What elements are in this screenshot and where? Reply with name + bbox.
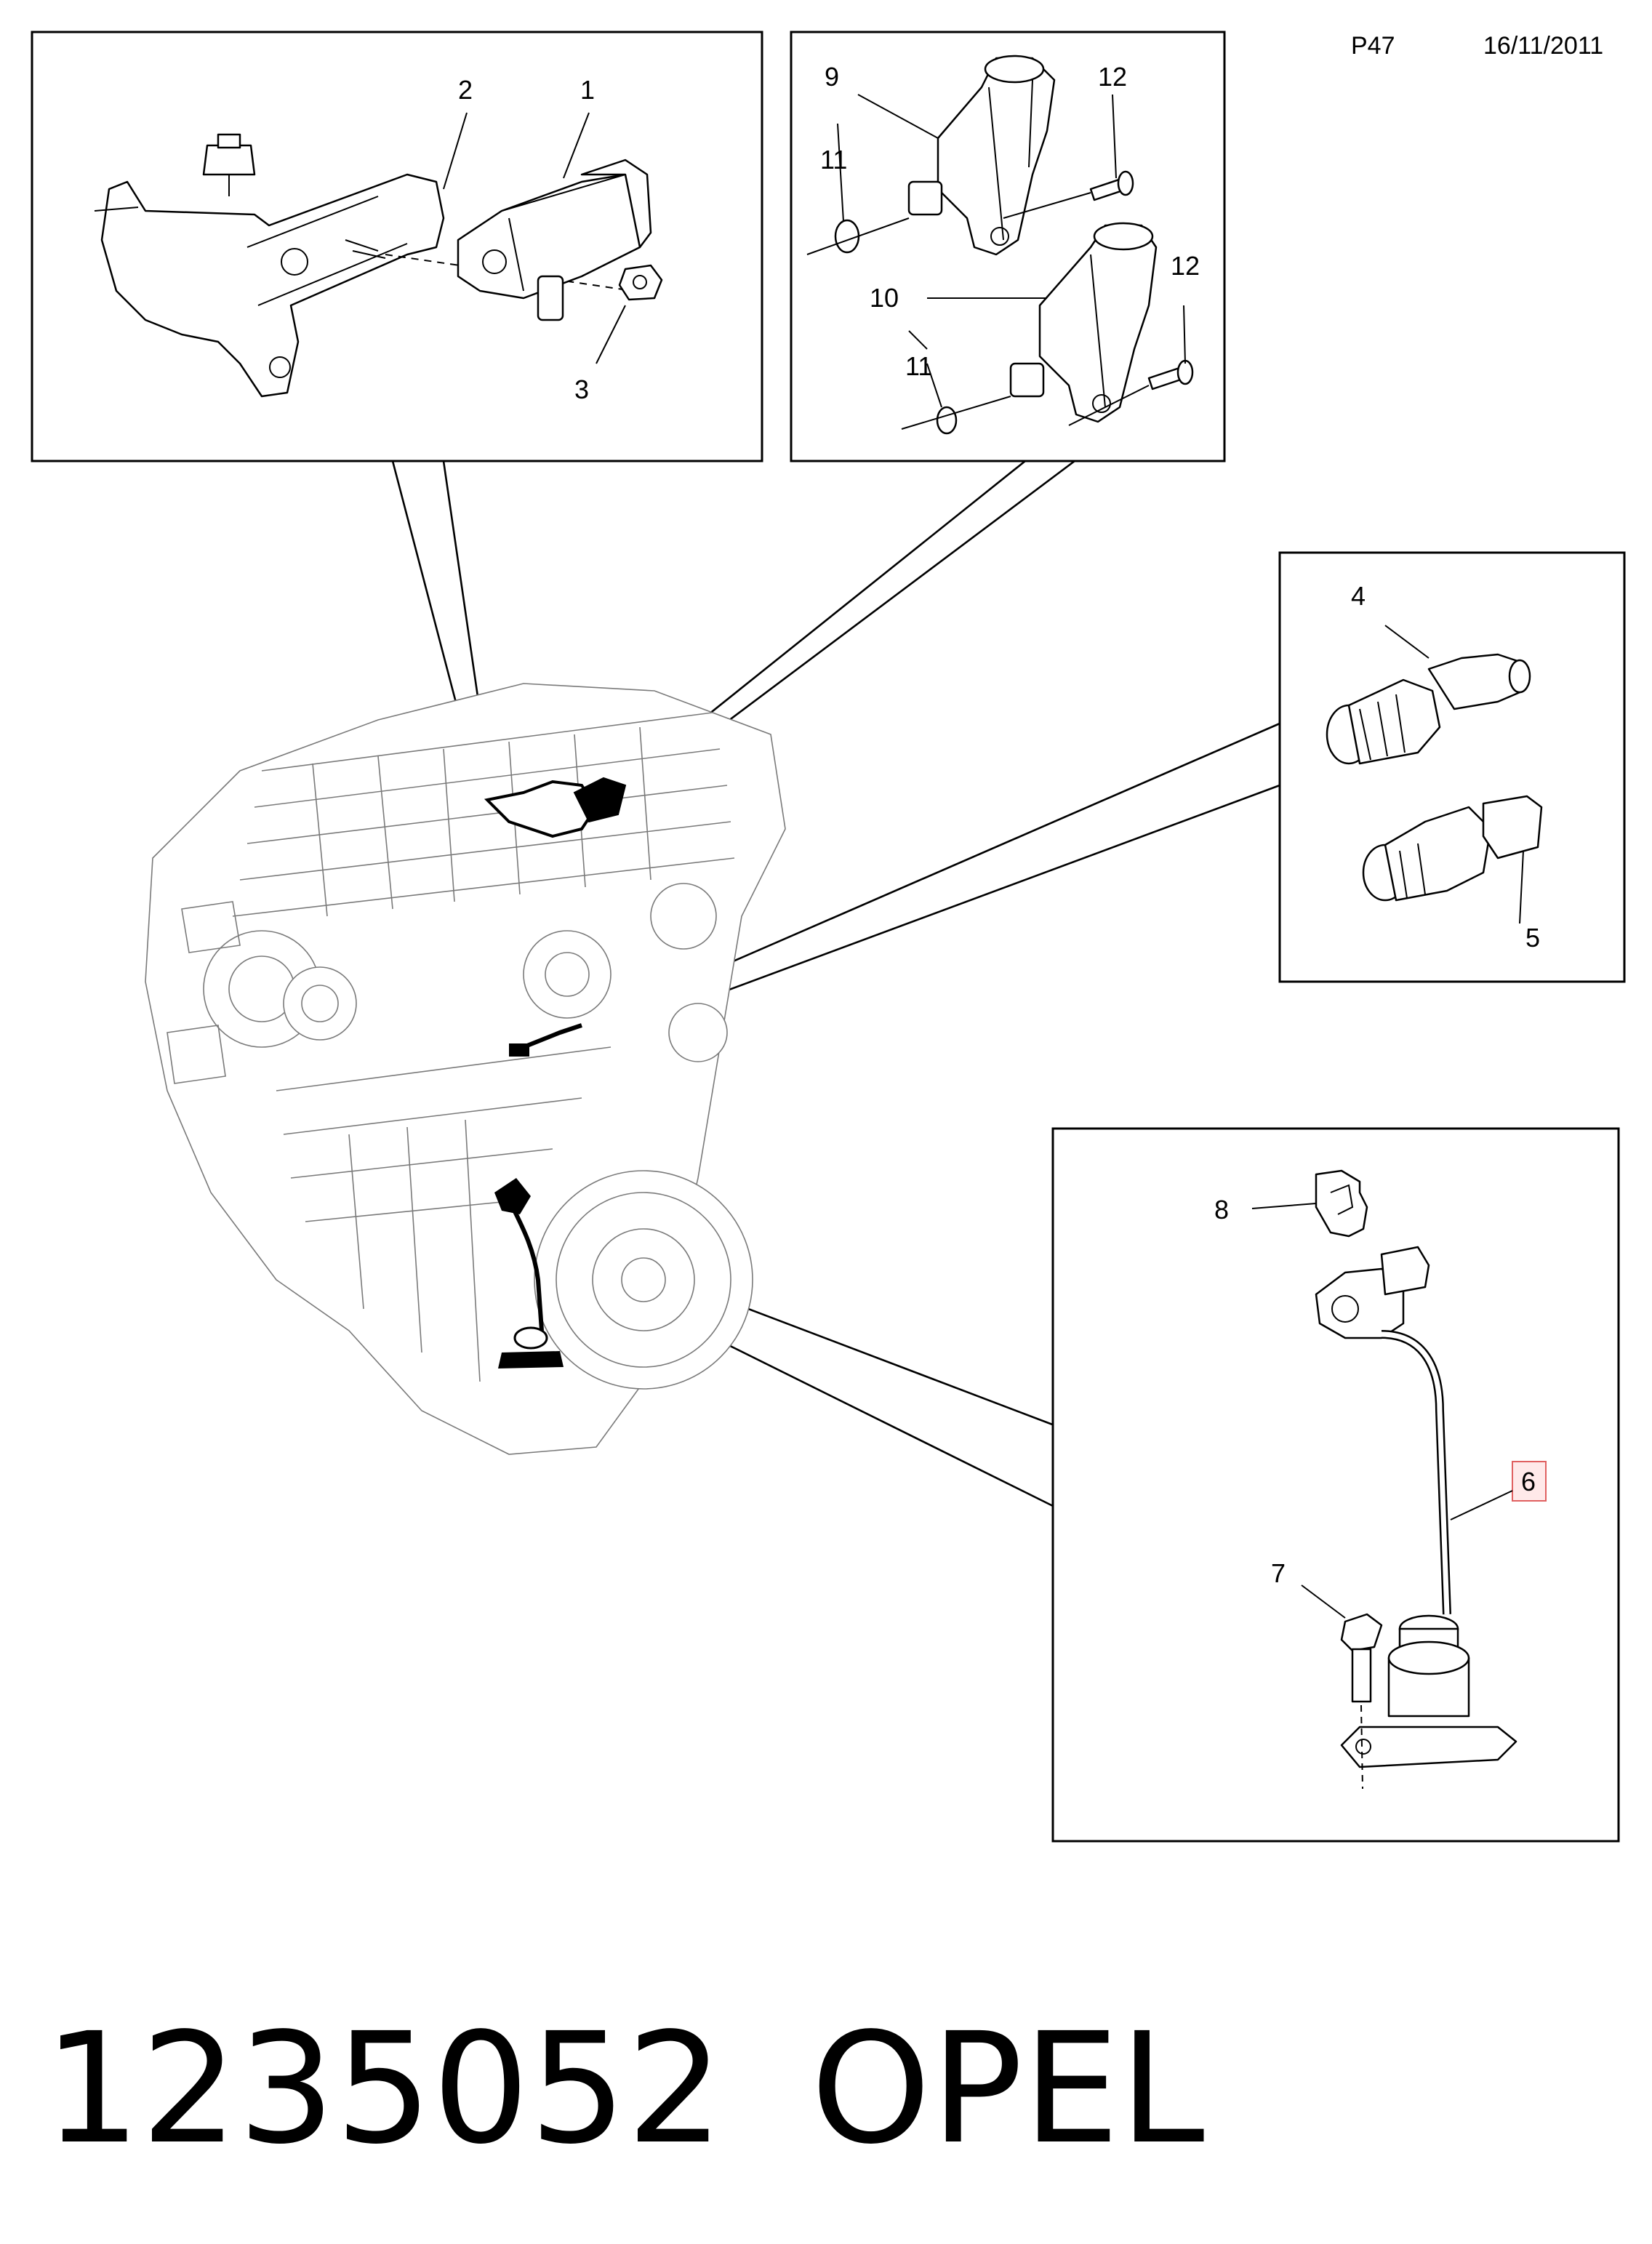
callout-8: 8 <box>1214 1195 1229 1225</box>
part-number: 1235052 <box>44 2000 723 2178</box>
callout-11a: 11 <box>820 145 847 175</box>
callout-5: 5 <box>1525 923 1540 953</box>
bracket-part <box>100 173 445 398</box>
leader-lines <box>391 460 1280 1508</box>
callout-11b: 11 <box>905 351 932 381</box>
callout-7: 7 <box>1271 1558 1286 1588</box>
map-sensor-part <box>457 159 652 321</box>
nut-part <box>618 264 663 301</box>
highlighted-callout-box <box>1512 1461 1547 1502</box>
sensor-10-part <box>1009 222 1158 423</box>
callout-3: 3 <box>574 374 589 404</box>
pressure-switch-4-part <box>1326 653 1531 765</box>
retaining-clip-part <box>1315 1169 1368 1238</box>
screw-part <box>1068 359 1194 426</box>
bolt-part <box>202 133 256 196</box>
callout-12a: 12 <box>1098 62 1127 92</box>
detail-frame <box>1278 551 1626 983</box>
brand-name: OPEL <box>811 2000 1205 2178</box>
callout-12b: 12 <box>1171 251 1200 281</box>
speed-sensor-part <box>1340 1614 1517 1768</box>
callout-10: 10 <box>870 283 899 313</box>
detail-box-position-sensor: 8 6 7 <box>1051 1127 1620 1843</box>
callout-6: 6 <box>1521 1467 1536 1496</box>
page-ref: P47 <box>1351 32 1395 60</box>
o-ring-part <box>936 406 958 435</box>
callout-9: 9 <box>825 62 839 92</box>
callout-2: 2 <box>458 75 473 105</box>
callout-1: 1 <box>580 75 595 105</box>
pressure-switch-5-part <box>1362 795 1543 902</box>
print-date: 16/11/2011 <box>1483 32 1603 60</box>
detail-box-oil-pressure-switches: 4 5 <box>1278 551 1626 983</box>
detail-box-map-sensor-bracket: 2 1 3 <box>31 31 763 462</box>
detail-box-pressure-sensors: 9 11 12 10 11 12 <box>790 31 1226 462</box>
o-ring-part <box>834 219 860 254</box>
mounting-bolt-part <box>1340 1613 1383 1790</box>
engine-illustration <box>145 683 786 1455</box>
connector-part <box>1315 1246 1430 1339</box>
callout-4: 4 <box>1351 581 1366 611</box>
screw-part <box>1003 170 1134 219</box>
sensor-9-part <box>907 55 1056 256</box>
